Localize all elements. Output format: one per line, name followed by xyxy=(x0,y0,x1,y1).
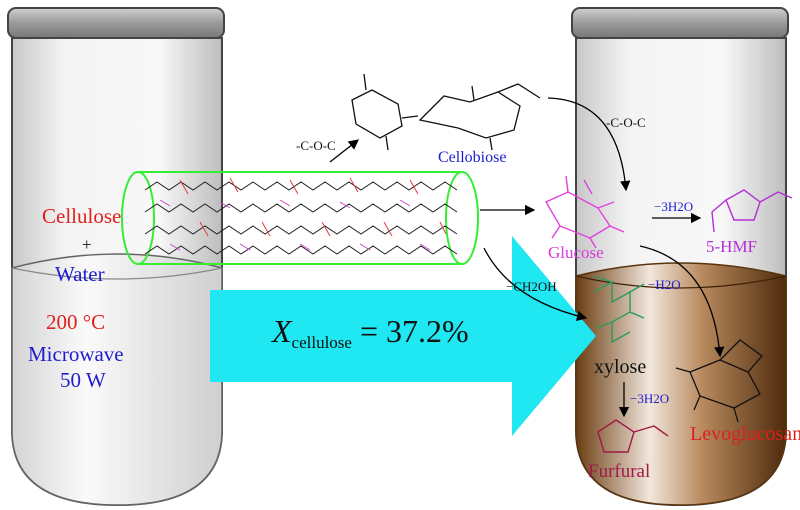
conversion-text: Xcellulose = 37.2% xyxy=(272,313,469,353)
coc-left-label: -C-O-C xyxy=(296,138,336,153)
ch2oh-loss-label: −CH2OH xyxy=(506,279,557,294)
glucose-to-hmf-label: −3H2O xyxy=(654,199,694,214)
levoglucosan-label: Levoglucosan xyxy=(690,423,800,445)
left-vial-cap xyxy=(7,7,225,39)
arrow-glucose-to-levoglucosan xyxy=(639,245,725,358)
conversion-value: = 37.2% xyxy=(351,313,469,349)
right-vial xyxy=(571,7,789,507)
heating-power-label: 50 W xyxy=(60,368,106,392)
conversion-symbol: X xyxy=(272,313,292,349)
cellulose-chains xyxy=(144,181,458,255)
xylose-label: xylose xyxy=(594,356,647,378)
right-vial-liquid xyxy=(575,262,787,506)
left-vial-liquid xyxy=(11,253,223,506)
hmf-label: 5-HMF xyxy=(706,237,758,256)
cellobiose-label: Cellobiose xyxy=(438,149,507,166)
heating-method-label: Microwave xyxy=(28,342,124,366)
xylose-to-furfural-label: −3H2O xyxy=(630,391,670,406)
plus-sign: + xyxy=(82,235,92,254)
furfural-structure xyxy=(597,419,669,453)
glucose-structure xyxy=(545,175,625,249)
furfural-label: Furfural xyxy=(588,461,651,482)
right-vial-cap xyxy=(571,7,789,39)
cellulose-cylinder xyxy=(121,171,479,265)
arrow-to-cellobiose xyxy=(329,139,360,163)
xylose-structure xyxy=(593,275,645,344)
levoglucosan-structure xyxy=(675,339,763,423)
hmf-structure xyxy=(711,189,793,233)
left-vial xyxy=(7,7,225,507)
temperature-label: 200 °C xyxy=(46,310,106,334)
conversion-subscript: cellulose xyxy=(291,333,352,352)
arrow-cellobiose-to-glucose xyxy=(547,97,631,192)
cellobiose-structure xyxy=(351,73,541,151)
reactant-label: Cellulose xyxy=(42,204,122,228)
coc-right-label: -C-O-C xyxy=(606,115,646,130)
glucose-label: Glucose xyxy=(548,243,604,262)
conversion-arrow xyxy=(210,236,596,436)
arrow-to-xylose xyxy=(483,247,588,321)
solvent-label: Water xyxy=(55,262,105,286)
glucose-to-levoglucosan-label: −H2O xyxy=(648,277,681,292)
